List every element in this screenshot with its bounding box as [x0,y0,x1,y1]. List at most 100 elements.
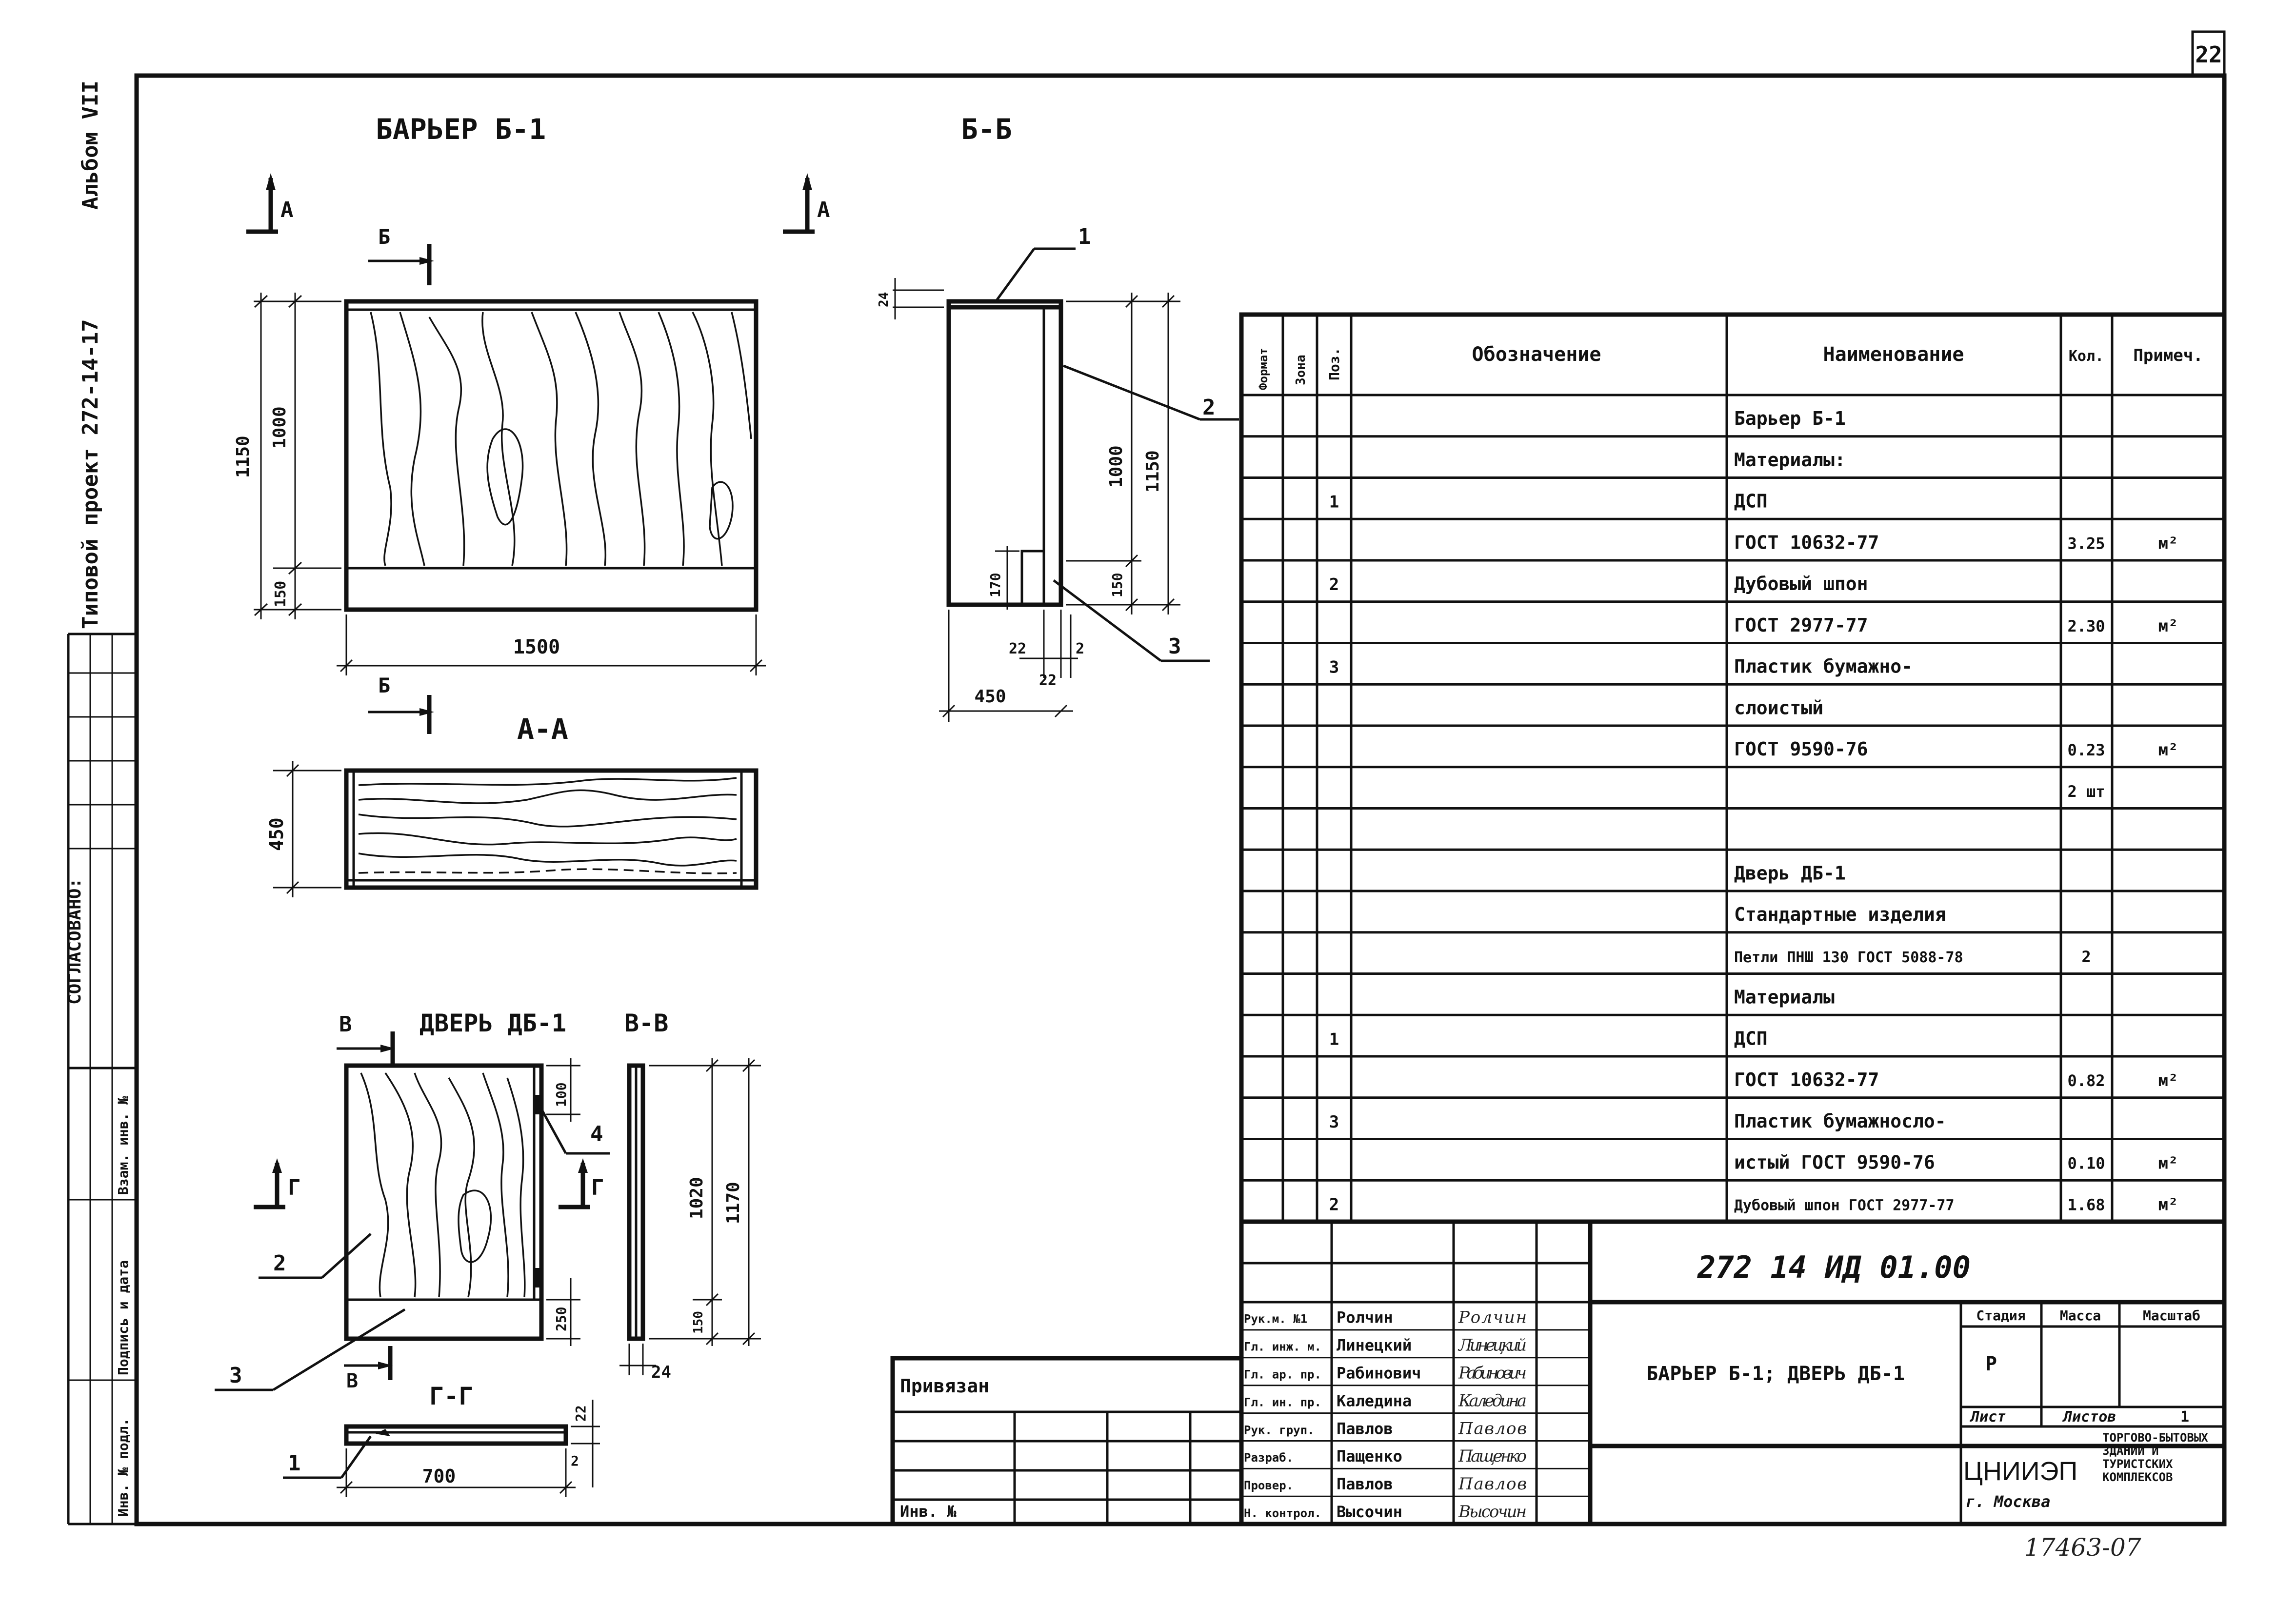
inv-orig-label: Инв. № подл. [115,1418,131,1517]
dim-door-250: 250 [553,1307,569,1331]
stage-label: Стадия [1976,1307,2025,1324]
spec-pos-cell: 3 [1329,658,1339,677]
callout-2-bb: 2 [1202,395,1216,420]
person-role: Разраб. [1244,1451,1293,1465]
dim-bb-170: 170 [987,573,1003,597]
dim-barrier-width-1500: 1500 [513,636,560,658]
dim-vv-1020: 1020 [687,1177,707,1219]
person-name: Линецкий [1337,1336,1412,1355]
spec-header-pos: Поз. [1326,348,1342,380]
spec-row: Материалы: [1734,449,1846,471]
person-name: Высочин [1337,1503,1402,1521]
spec-name-cell: Петли ПНШ 130 ГОСТ 5088-78 [1734,949,1963,966]
spec-qty-cell: 2.30 [2067,617,2105,635]
spec-name-cell: Дверь ДБ-1 [1734,862,1846,884]
inv-no-label: Инв. № [900,1502,957,1521]
dim-bb-22-a: 22 [1009,640,1026,657]
section-gg-view: Г-Г 1 700 22 2 [283,1382,600,1497]
section-aa-view: А-А 450 [266,713,759,897]
dim-bb-2: 2 [1076,640,1084,657]
dim-gg-700: 700 [422,1466,456,1487]
spec-header-note: Примеч. [2133,346,2203,365]
bound-label: Привязан [900,1375,989,1397]
spec-row: Дверь ДБ-1 [1734,862,1846,884]
barrier-front-view: БАРЬЕР Б-1 А А Б Б [233,113,830,734]
spec-pos-cell: 2 [1329,1195,1339,1214]
inv-replace-label: Взам. инв. № [115,1096,131,1195]
spec-note-cell: м² [2158,534,2178,553]
dim-bb-150: 150 [1109,573,1125,597]
spec-header-designation: Обозначение [1472,343,1601,366]
spec-note-cell: м² [2158,1154,2178,1173]
spec-header-name: Наименование [1823,343,1964,366]
callout-2-door: 2 [273,1251,286,1276]
barrier-wood-grain [370,312,752,566]
spec-row: Барьер Б-1 [1734,408,1846,429]
spec-pos-cell: 2 [1329,575,1339,594]
callout-4-door: 4 [590,1122,603,1147]
spec-qty-cell: 2 шт [2067,782,2105,801]
dim-vv-1170: 1170 [723,1182,743,1224]
person-signature: Каледина [1458,1391,1527,1410]
person-role: Провер. [1244,1479,1293,1492]
dim-bb-top-24: 24 [877,292,891,307]
spec-pos-cell: 3 [1329,1112,1339,1132]
spec-qty-cell: 3.25 [2067,534,2105,553]
section-gg-title: Г-Г [429,1382,473,1410]
spec-name-cell: Дубовый шпон [1734,573,1868,594]
dim-aa-450: 450 [266,817,287,851]
spec-header-format: Формат [1257,348,1270,390]
dim-gg-22: 22 [573,1405,589,1422]
album-label: Альбом VII [78,80,103,210]
org-name: ЦНИИЭП [1963,1457,2077,1486]
person-role: Гл. ин. пр. [1244,1395,1321,1409]
spec-note-cell: м² [2158,1195,2178,1214]
person-name: Павлов [1337,1475,1393,1493]
person-signature: Пащенко [1458,1446,1527,1466]
section-mark-v-bottom: В [346,1370,358,1392]
dim-barrier-plinth-150: 150 [272,581,289,607]
person-name: Павлов [1337,1419,1393,1438]
spec-row: истый ГОСТ 9590-76 0.10 м² [1734,1152,2178,1173]
section-vv-view: В-В 1020 1170 150 24 [619,1009,761,1382]
dim-bb-1150: 1150 [1143,450,1163,493]
spec-name-cell: Пластик бумажно- [1734,656,1913,677]
agreed-label: СОГЛАСОВАНО: [65,878,85,1005]
spec-row: 3 Пластик бумажно- [1329,656,1913,677]
spec-name-cell: Материалы: [1734,449,1846,471]
spec-qty-cell: 0.10 [2067,1154,2105,1173]
sheets-value: 1 [2180,1408,2189,1426]
person-role: Гл. ар. пр. [1244,1367,1321,1381]
door-title: ДВЕРЬ ДБ-1 [419,1009,566,1037]
spec-name-cell: ГОСТ 10632-77 [1734,532,1879,553]
bound-block: Привязан Инв. № [890,1356,1244,1526]
person-signature: Ролчин [1458,1308,1527,1327]
person-signature: Высочин [1458,1502,1527,1522]
spec-name-cell: ГОСТ 10632-77 [1734,1069,1879,1090]
dim-bb-22-b: 22 [1039,672,1057,689]
spec-pos-cell: 1 [1329,1030,1339,1049]
callout-3-door: 3 [229,1363,242,1388]
dim-bb-450: 450 [974,687,1006,707]
person-signature: Павлов [1458,1419,1527,1438]
spec-row: 2 Дубовый шпон [1329,573,1868,594]
spec-qty-cell: 1.68 [2067,1195,2105,1214]
spec-name-cell: Стандартные изделия [1734,904,1946,925]
scale-label: Масштаб [2143,1307,2200,1324]
callout-3-bb: 3 [1168,634,1181,659]
section-mark-v-top: В [339,1012,352,1037]
spec-name-cell: слоистый [1734,697,1823,718]
spec-name-cell: истый ГОСТ 9590-76 [1734,1152,1935,1173]
